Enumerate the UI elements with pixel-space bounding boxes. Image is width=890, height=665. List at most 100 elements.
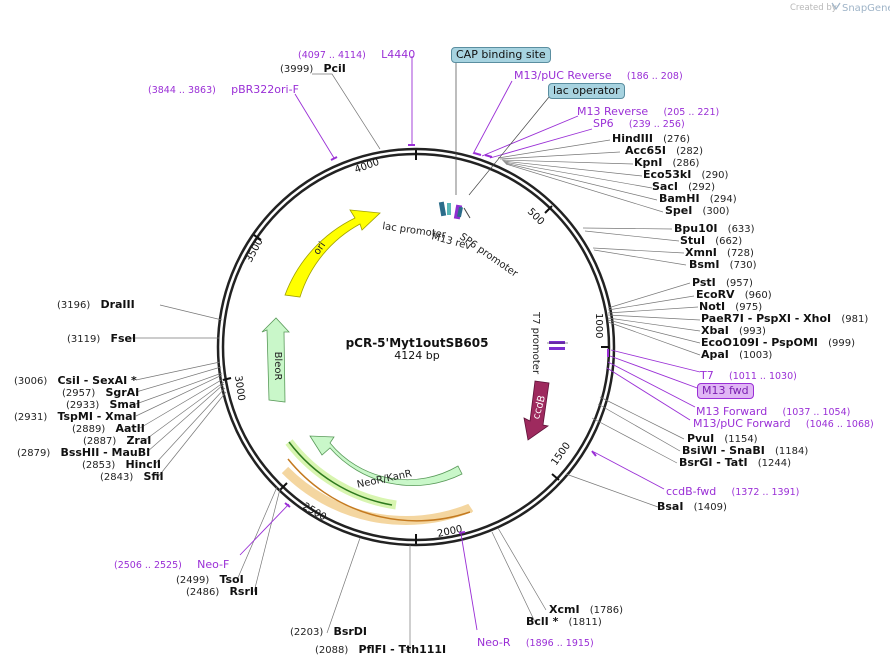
lac-operator-box: lac operator: [548, 83, 625, 99]
tick-3000: 3000: [232, 375, 246, 402]
snapgene-brand: SnapGene: [842, 3, 890, 14]
enzyme-position: (2843): [100, 472, 134, 483]
enzyme-site-label: PvuI (1154): [687, 431, 758, 446]
created-by-label: Created by: [790, 3, 837, 13]
enzyme-name: BsmI: [689, 258, 720, 271]
primer-name: M13 Forward: [696, 405, 768, 418]
enzyme-site-label: SacI (292): [652, 179, 715, 194]
enzyme-name: BsrGI - TatI: [679, 456, 748, 469]
enzyme-site-label: PaeR7I - PspXI - XhoI (981): [701, 311, 868, 326]
enzyme-position: (1154): [724, 434, 758, 445]
primer-binding-marks: [284, 144, 609, 534]
enzyme-site-label: StuI (662): [680, 233, 742, 248]
enzyme-leader-lines: [130, 73, 701, 651]
neo-highlight-green: [285, 439, 397, 510]
enzyme-site-label: XcmI (1786): [549, 602, 623, 617]
enzyme-position: (2887): [83, 436, 117, 447]
enzyme-site-label: (2486) RsrII: [186, 584, 258, 599]
enzyme-position: (981): [841, 314, 869, 325]
primer-position: (1037 .. 1054): [782, 407, 851, 418]
enzyme-position: (276): [663, 134, 691, 145]
bleor-feature: [261, 317, 290, 403]
primer-label: Neo-R (1896 .. 1915): [477, 635, 594, 650]
enzyme-name: ApaI: [701, 348, 729, 361]
enzyme-position: (728): [727, 248, 754, 259]
enzyme-name: HincII: [125, 458, 161, 471]
cap-binding-site-label: CAP binding site: [456, 48, 546, 61]
enzyme-name: XmnI: [685, 246, 717, 259]
snapgene-logo-icon: [831, 2, 841, 11]
enzyme-name: EcoRV: [696, 288, 735, 301]
enzyme-name: PaeR7I - PspXI - XhoI: [701, 312, 832, 325]
primer-name: ccdB-fwd: [666, 485, 717, 498]
enzyme-site-label: (2088) PflFI - Tth111I: [315, 642, 446, 657]
primer-position: (4097 .. 4114): [298, 50, 366, 61]
primer-label: (2506 .. 2525) Neo-F: [114, 557, 229, 572]
enzyme-site-label: (3196) DraIII: [57, 297, 135, 312]
primer-label: (3844 .. 3863) pBR322ori-F: [148, 82, 299, 97]
enzyme-name: BsrDI: [333, 625, 368, 638]
enzyme-name: TspMI - XmaI: [57, 410, 137, 423]
primer-position: (1046 .. 1068): [805, 419, 874, 430]
enzyme-name: XbaI: [701, 324, 729, 337]
enzyme-name: PvuI: [687, 432, 715, 445]
primer-position: (205 .. 221): [663, 107, 720, 118]
enzyme-position: (3196): [57, 300, 91, 311]
enzyme-site-label: BamHI (294): [659, 191, 737, 206]
enzyme-site-label: (2931) TspMI - XmaI: [14, 409, 137, 424]
enzyme-site-label: (2933) SmaI: [66, 397, 140, 412]
enzyme-position: (2088): [315, 645, 349, 656]
tick-marks: [222, 150, 609, 544]
promoter-glyphs: [438, 201, 568, 350]
enzyme-site-label: (2879) BssHII - MauBI: [17, 445, 150, 460]
primer-position: (1011 .. 1030): [728, 371, 797, 382]
enzyme-name: AatII: [115, 422, 145, 435]
enzyme-name: ZraI: [126, 434, 152, 447]
plasmid-name: pCR-5'Myt1outSB605: [346, 336, 489, 350]
enzyme-position: (2889): [72, 424, 106, 435]
enzyme-position: (2203): [290, 627, 324, 638]
primer-leader-lines: [239, 56, 701, 631]
enzyme-name: SacI: [652, 180, 678, 193]
ori-feature: [284, 209, 381, 298]
enzyme-site-label: BsiWI - SnaBI (1184): [682, 443, 808, 458]
enzyme-name: BclI *: [526, 615, 559, 628]
enzyme-position: (282): [676, 146, 704, 157]
ccdb-feature: [523, 380, 550, 441]
enzyme-name: DraIII: [100, 298, 135, 311]
enzyme-name: Eco53kI: [643, 168, 692, 181]
enzyme-position: (3006): [14, 376, 48, 387]
primer-name: M13/pUC Reverse: [514, 69, 612, 82]
enzyme-site-label: NotI (975): [699, 299, 762, 314]
enzyme-position: (1184): [774, 446, 809, 457]
primer-position: (3844 .. 3863): [148, 85, 216, 96]
enzyme-position: (1786): [589, 605, 623, 616]
enzyme-position: (993): [739, 326, 766, 337]
primer-position: (1896 .. 1915): [525, 638, 594, 649]
enzyme-name: EcoO109I - PspOMI: [701, 336, 818, 349]
enzyme-site-label: PstI (957): [692, 275, 753, 290]
enzyme-site-label: BsrGI - TatI (1244): [679, 455, 791, 470]
plasmid-length: 4124 bp: [394, 349, 439, 362]
enzyme-position: (292): [688, 182, 716, 193]
enzyme-site-label: (2843) SfiI: [100, 469, 164, 484]
primer-name: L4440: [381, 48, 416, 61]
primer-name: M13 Reverse: [577, 105, 649, 118]
neo-r-primer-arc: [288, 441, 393, 506]
neokan-feature: [309, 435, 463, 487]
enzyme-site-label: BsaI (1409): [657, 499, 727, 514]
enzyme-name: XcmI: [549, 603, 580, 616]
primer-name: Neo-R: [477, 636, 511, 649]
enzyme-site-label: XbaI (993): [701, 323, 766, 338]
enzyme-name: PflFI - Tth111I: [358, 643, 447, 656]
enzyme-position: (662): [715, 236, 743, 247]
enzyme-position: (730): [729, 260, 757, 271]
enzyme-name: PciI: [323, 62, 346, 75]
lac-operator-label: lac operator: [553, 84, 620, 97]
enzyme-position: (286): [672, 158, 700, 169]
enzyme-name: SfiI: [143, 470, 164, 483]
enzyme-name: BsaI: [657, 500, 684, 513]
tick-1000: 1000: [593, 313, 604, 338]
enzyme-site-label: (2499) TsoI: [176, 572, 244, 587]
